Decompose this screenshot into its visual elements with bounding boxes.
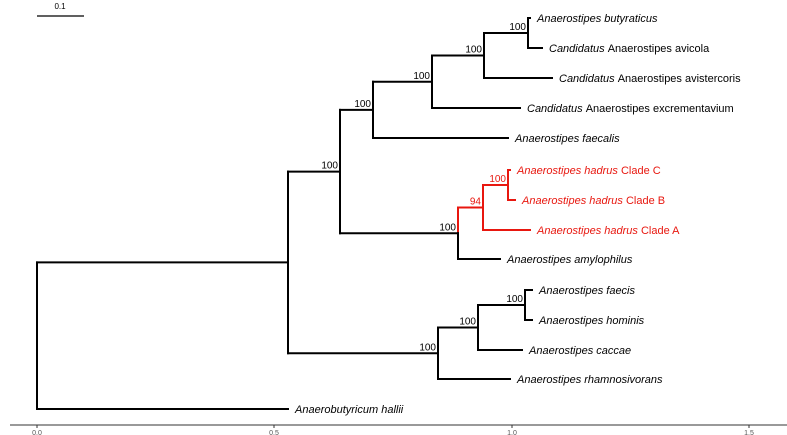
tip-genus: Anaerostipes [528,345,596,357]
tip-label-1: Candidatus Anaerostipes avicola [549,43,710,55]
support-value-plus-caccae: 100 [459,317,476,328]
tip-epithet: Clade C [621,165,661,177]
tip-epithet: Anaerostipes avistercoris [618,73,741,85]
tip-genus: Anaerostipes [538,315,606,327]
tip-epithet: Anaerostipes excrementavium [586,103,734,115]
tip-label-5: Anaerostipes hadrus Clade C [516,165,661,177]
support-values: 100 100 100 100 100 100 94 100 100 100 100 [321,22,526,353]
support-value-hadrus-amylophilus: 100 [439,222,456,233]
support-value-butyraticus-avistercoris: 100 [465,45,482,56]
tip-label-10: Anaerostipes hominis [538,315,645,327]
tip-genus: Anaerobutyricum [294,404,381,416]
support-value-hadrus-all: 94 [470,197,482,208]
tip-label-3: Candidatus Anaerostipes excrementavium [527,103,734,115]
support-value-butyraticus-avicola: 100 [509,22,526,33]
tip-genus: Candidatus [559,73,618,85]
tip-epithet: caccae [596,345,631,357]
tip-epithet: faecis [606,285,635,297]
support-value-plus-excrementavium: 100 [413,71,430,82]
axis-tick-label-2: 1.0 [507,430,517,435]
tip-epithet: butyraticus [604,13,658,25]
tip-epithet: hallii [381,404,404,416]
tip-genus: Anaerostipes hadrus [521,195,626,207]
tip-label-11: Anaerostipes caccae [528,345,631,357]
tip-genus: Anaerostipes [516,374,584,386]
tip-genus: Anaerostipes [514,133,582,145]
tip-epithet: rhamnosivorans [584,374,663,386]
axis-tick-label-1: 0.5 [269,430,279,435]
tip-genus: Candidatus [527,103,586,115]
tip-genus: Anaerostipes hadrus [516,165,621,177]
tip-epithet: amylophilus [574,254,633,266]
tip-label-0: Anaerostipes butyraticus [536,13,658,25]
axis-tick-label-3: 1.5 [744,430,754,435]
tip-epithet: Clade B [626,195,665,207]
tip-label-9: Anaerostipes faecis [538,285,636,297]
tip-label-4: Anaerostipes faecalis [514,133,620,145]
tip-epithet: Anaerostipes avicola [608,43,710,55]
tip-label-13: Anaerobutyricum hallii [294,404,404,416]
scale-bar-label: 0.1 [54,2,66,11]
axis-tick-label-0: 0.0 [32,430,42,435]
support-value-plus-faecalis: 100 [354,99,371,110]
support-value-faecis-hominis: 100 [506,294,523,305]
scale-bar: 0.1 [37,2,84,17]
x-axis: 0.0 0.5 1.0 1.5 [10,424,787,435]
tip-epithet: faecalis [582,133,620,145]
tip-epithet: hominis [606,315,644,327]
tip-label-7: Anaerostipes hadrus Clade A [536,225,680,237]
tip-genus: Anaerostipes [538,285,606,297]
tree-branches [36,17,553,410]
tip-label-12: Anaerostipes rhamnosivorans [516,374,663,386]
support-value-plus-rhamnosivorans: 100 [419,342,436,353]
tip-label-2: Candidatus Anaerostipes avistercoris [559,73,741,85]
tip-genus: Anaerostipes [536,13,604,25]
tip-epithet: Clade A [641,225,680,237]
tip-genus: Candidatus [549,43,608,55]
support-value-hadrus-c-b: 100 [489,174,506,185]
tip-genus: Anaerostipes hadrus [536,225,641,237]
tip-genus: Anaerostipes [506,254,574,266]
tip-label-8: Anaerostipes amylophilus [506,254,633,266]
support-value-upper-clade: 100 [321,161,338,172]
tip-label-6: Anaerostipes hadrus Clade B [521,195,665,207]
